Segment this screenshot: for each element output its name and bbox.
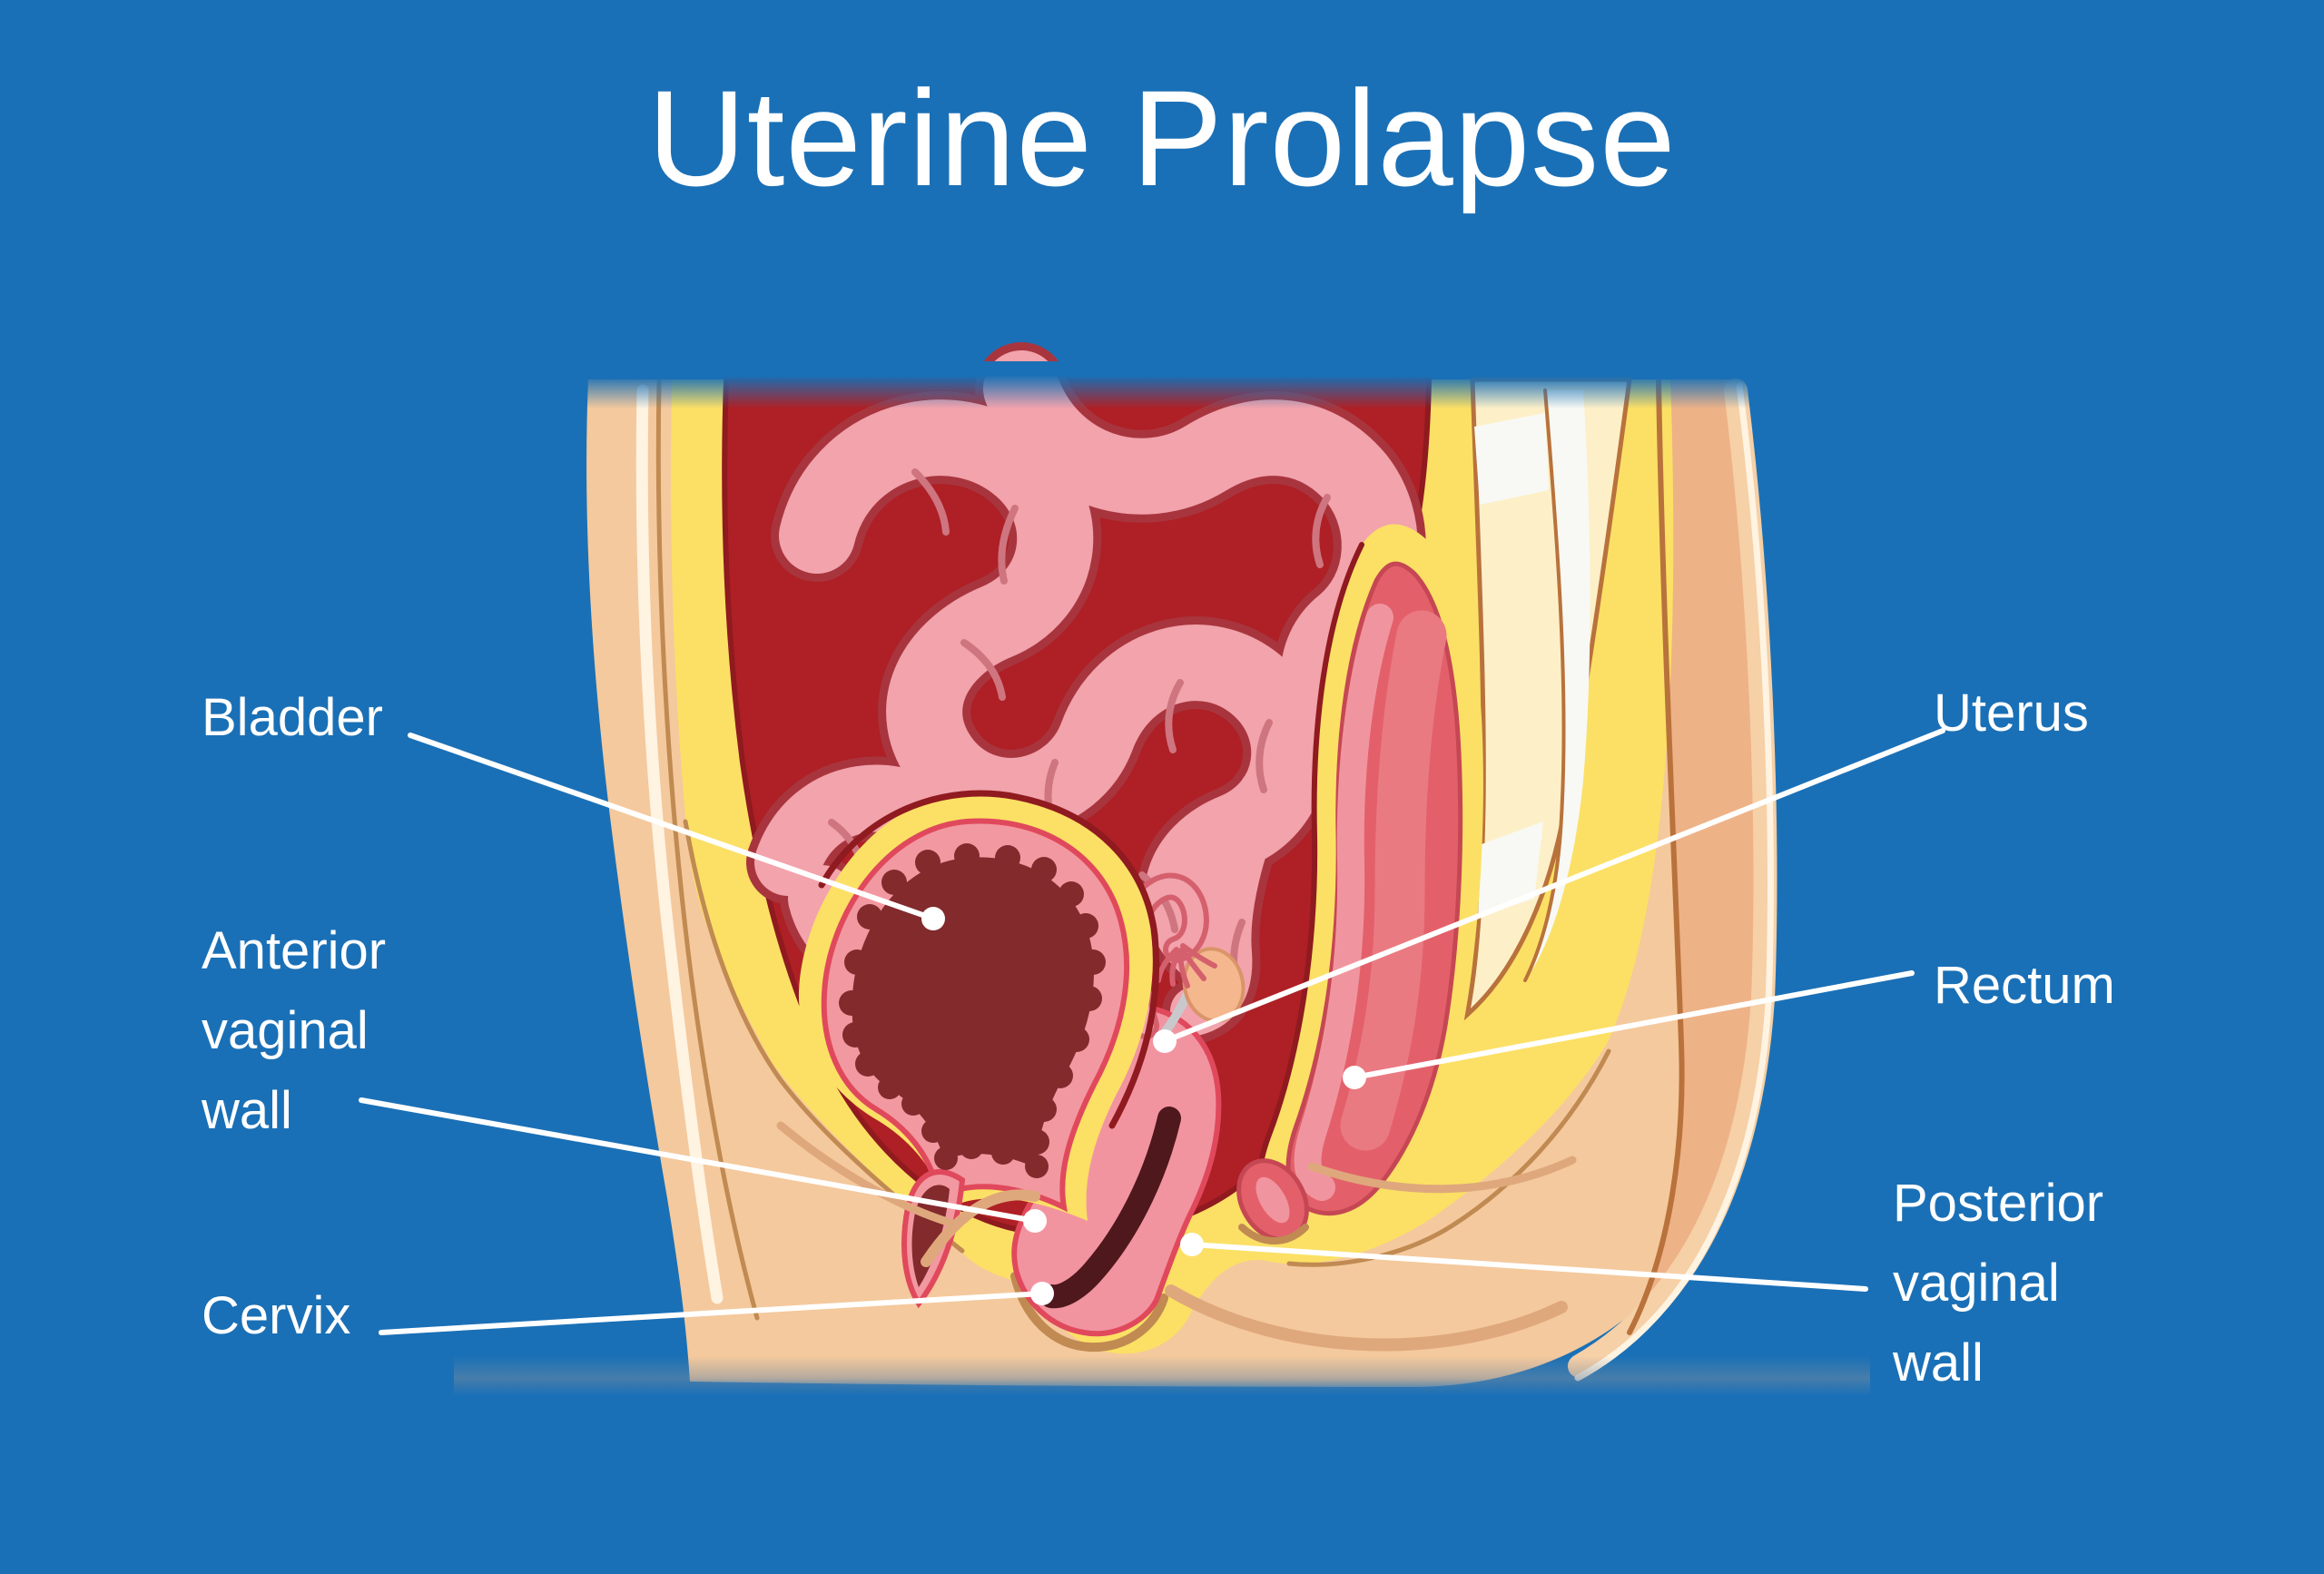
uterus-leader-line: [1153, 728, 1945, 1053]
label-uterus: Uterus: [1934, 684, 2089, 743]
bladder-dot: [921, 907, 945, 930]
anus: [1236, 1158, 1309, 1244]
label-cervix: Cervix: [202, 1286, 351, 1345]
label-anterior-vaginal-wall: Anterior vaginal wall: [202, 921, 387, 1140]
cervix-leader-line: [379, 1282, 1054, 1335]
posterior-vaginal-wall-leader-line: [1180, 1233, 1868, 1292]
rectum-illustration: [1236, 524, 1483, 1250]
fimbriae: [1156, 943, 1217, 989]
bladder-interior: [852, 857, 1094, 1169]
uterus-dot: [1153, 1029, 1177, 1053]
bladder-scalloped-edge: [839, 843, 1106, 1178]
vulva-rim: [1010, 1272, 1168, 1353]
bladder-leader-line: [408, 733, 945, 930]
spine-ligament: [1525, 390, 1590, 980]
label-posterior-vaginal-wall: Posterior vaginal wall: [1893, 1174, 2104, 1392]
label-bladder: Bladder: [202, 688, 383, 747]
belly-highlight: [635, 384, 724, 1304]
buttock-boundary-line: [1286, 1048, 1611, 1267]
vaginal-canal: [1039, 1107, 1181, 1309]
skin-creases: [776, 1121, 1577, 1352]
cervix-dot: [1030, 1282, 1054, 1305]
anterior-vaginal-wall-dot: [1023, 1209, 1047, 1233]
back-skin-shade: [1623, 379, 1763, 1336]
illustration-bottom-fade: [454, 1356, 1870, 1409]
leader-lines: [359, 728, 1945, 1335]
label-rectum: Rectum: [1934, 956, 2115, 1015]
posterior-vaginal-wall-dot: [1180, 1233, 1204, 1256]
illustration-top-fade: [454, 361, 1870, 408]
anterior-vaginal-wall-leader-line: [359, 1097, 1047, 1233]
rectum-dot: [1343, 1066, 1366, 1089]
rectum-leader-line: [1343, 970, 1915, 1089]
sacrum-spine: [1463, 377, 1685, 1335]
page-title: Uterine Prolapse: [647, 62, 1677, 214]
